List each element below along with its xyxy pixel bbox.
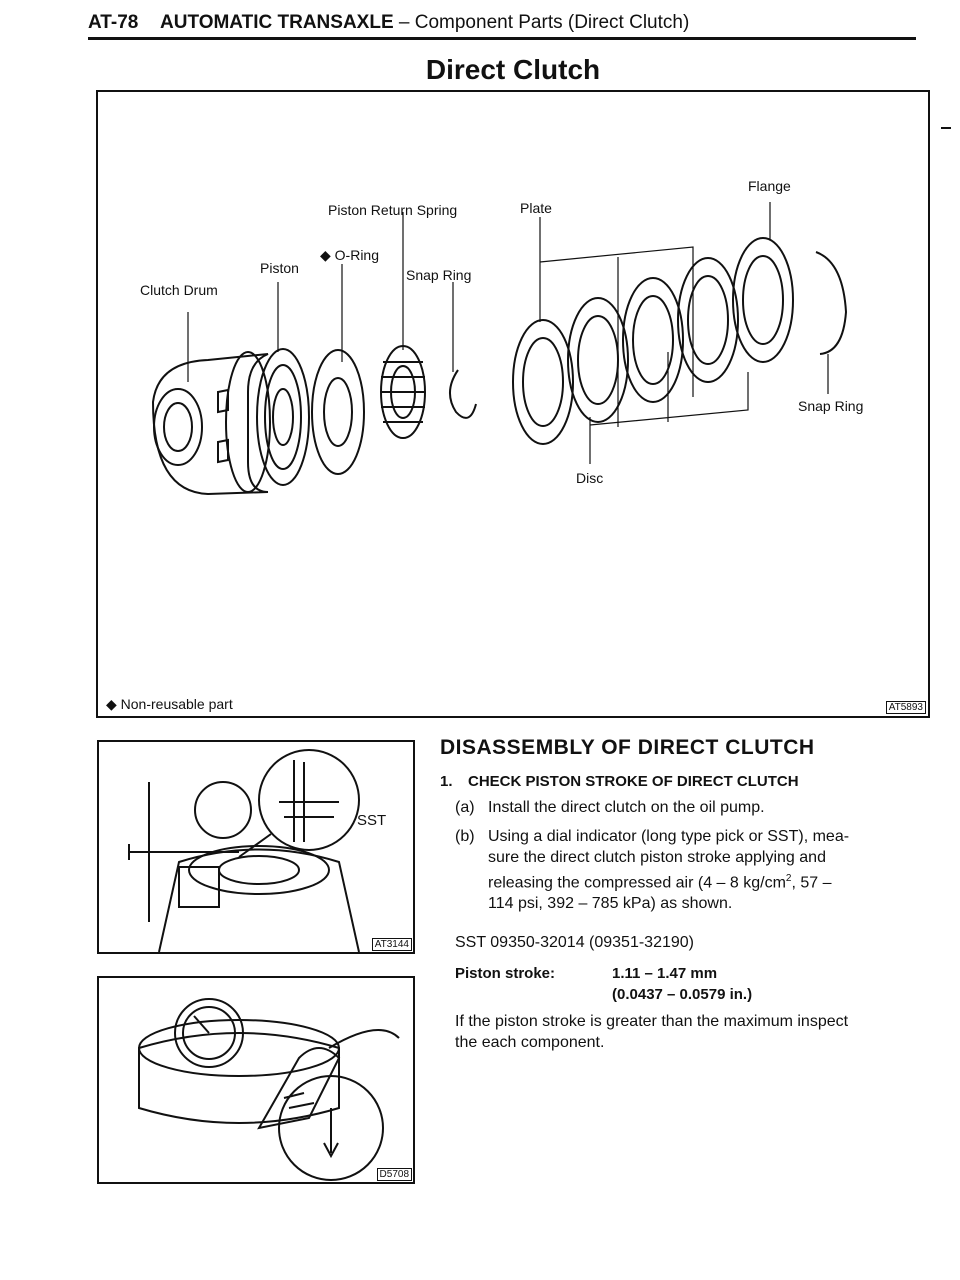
- page-number: AT-78: [88, 12, 139, 33]
- sub-b-text: Using a dial indicator (long type pick o…: [488, 826, 928, 914]
- sub-b-line-3-post: , 57 –: [791, 874, 832, 892]
- label-o-ring: ◆ O-Ring: [320, 247, 380, 263]
- final-line-2: the each component.: [455, 1034, 605, 1051]
- step-1-number: 1.: [440, 773, 453, 790]
- sub-b-line-4: 114 psi, 392 – 785 kPa) as shown.: [488, 895, 733, 913]
- sub-a-tag: (a): [455, 799, 475, 816]
- clutch-drum-part: [151, 351, 271, 496]
- dial-indicator-figure: D5708: [97, 976, 415, 1184]
- sub-b-line-3: releasing the compressed air (4 – 8 kg/c…: [488, 868, 928, 893]
- label-clutch-drum: Clutch Drum: [140, 282, 218, 298]
- sst-figure-code: AT3144: [371, 938, 412, 951]
- sub-a-text: Install the direct clutch on the oil pum…: [488, 799, 765, 816]
- label-snap-ring-right: Snap Ring: [798, 398, 864, 414]
- sub-b-line-2: sure the direct clutch piston stroke app…: [488, 849, 826, 866]
- label-plate: Plate: [520, 200, 552, 216]
- step-1: 1. CHECK PISTON STROKE OF DIRECT CLUTCH: [440, 773, 799, 790]
- sub-b-tag: (b): [455, 828, 475, 845]
- header-rule: [88, 37, 916, 40]
- step-1-title: CHECK PISTON STROKE OF DIRECT CLUTCH: [468, 773, 799, 790]
- final-instruction: If the piston stroke is greater than the…: [455, 1011, 925, 1053]
- dial-figure-code: D5708: [376, 1168, 412, 1181]
- exploded-view-drawing: [151, 202, 848, 496]
- return-spring-part: [380, 345, 426, 439]
- label-piston-return-spring: Piston Return Spring: [328, 202, 458, 218]
- piston-part: [256, 348, 310, 486]
- spec-value-in: (0.0437 – 0.0579 in.): [612, 986, 753, 1003]
- snap-ring-left-part: [449, 369, 477, 419]
- label-snap-ring-left: Snap Ring: [406, 267, 472, 283]
- header-section: AUTOMATIC TRANSAXLE: [160, 12, 394, 33]
- sub-b-superscript: 2: [785, 873, 792, 884]
- page-title: Direct Clutch: [425, 54, 601, 85]
- label-piston: Piston: [260, 260, 299, 276]
- sub-step-a: (a) Install the direct clutch on the oil…: [455, 797, 930, 819]
- label-disc: Disc: [576, 470, 604, 486]
- running-header: AUTOMATIC TRANSAXLE – Component Parts (D…: [160, 12, 689, 34]
- sub-step-b: (b) Using a dial indicator (long type pi…: [455, 826, 930, 916]
- spec-label: Piston stroke:: [455, 965, 556, 982]
- legend-non-reusable: ◆ Non-reusable part: [106, 696, 233, 712]
- leader-lines: [187, 202, 829, 464]
- sst-drawing: [128, 749, 360, 952]
- snap-ring-right-part: [815, 251, 848, 355]
- o-ring-part: [311, 349, 365, 475]
- figure-code: AT5893: [885, 701, 926, 714]
- header-subsection: Component Parts (Direct Clutch): [414, 12, 690, 33]
- header-separator: –: [393, 12, 415, 33]
- label-sst: SST: [357, 812, 387, 829]
- sst-number: SST 09350-32014 (09351-32190): [455, 934, 694, 951]
- spec-value-mm: 1.11 – 1.47 mm: [612, 965, 718, 982]
- sub-b-line-1: Using a dial indicator (long type pick o…: [488, 828, 850, 845]
- final-line-1: If the piston stroke is greater than the…: [455, 1013, 849, 1030]
- label-flange: Flange: [748, 178, 791, 194]
- exploded-view-figure: Clutch Drum Piston ◆ O-Ring Piston Retur…: [96, 90, 930, 718]
- margin-mark: [941, 127, 951, 129]
- section-title: DISASSEMBLY OF DIRECT CLUTCH: [440, 736, 815, 759]
- dial-indicator-drawing: [138, 998, 400, 1181]
- sub-b-line-3-pre: releasing the compressed air (4 – 8 kg/c…: [488, 874, 786, 892]
- clutch-pack-part: [512, 237, 794, 445]
- sst-figure: SST AT3144: [97, 740, 415, 954]
